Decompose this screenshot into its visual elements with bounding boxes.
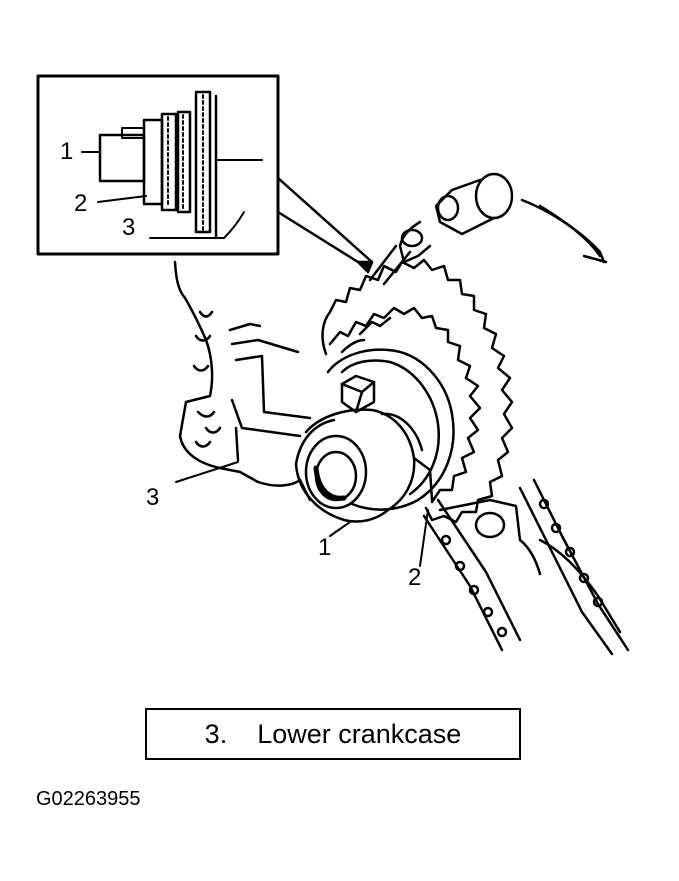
figure-id: G02263955 xyxy=(36,788,141,810)
inset-callout-1: 1 xyxy=(60,138,74,165)
inset-callout-2: 2 xyxy=(74,190,88,217)
timing-chain xyxy=(368,244,630,656)
inset-detail-box xyxy=(36,74,374,274)
inner-sprocket xyxy=(328,306,482,504)
outer-sprocket xyxy=(321,258,514,524)
callout-2-sprocket: 2 xyxy=(408,564,422,591)
legend-box: 3. Lower crankcase xyxy=(145,708,521,760)
callout-1-crankshaft: 1 xyxy=(318,534,332,561)
crankshaft-hub xyxy=(294,348,455,523)
chain-tensioner xyxy=(398,172,514,264)
chain-guide xyxy=(520,198,608,264)
callout-3-lower-crankcase: 3 xyxy=(146,484,160,511)
main-leaders xyxy=(175,461,429,567)
legend-number: 3. xyxy=(204,718,228,749)
legend-text: Lower crankcase xyxy=(257,718,462,749)
lower-crankcase xyxy=(173,260,622,634)
inset-callout-3: 3 xyxy=(122,214,136,241)
